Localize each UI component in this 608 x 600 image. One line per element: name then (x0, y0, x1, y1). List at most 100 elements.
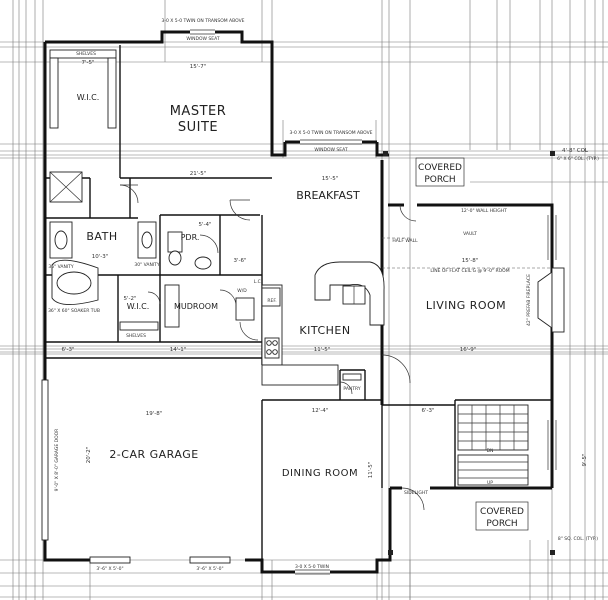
dim-living-lower: 16'-9" (460, 347, 477, 353)
note-garage-window-right: 3'-6" X 5'-0" (196, 566, 223, 572)
note-up: UP (487, 480, 493, 486)
note-dn: DN (487, 448, 494, 454)
room-label-wic-top: W.I.C. (77, 93, 100, 102)
room-label-covered-porch-bottom-1: COVERED (480, 507, 524, 517)
note-lav-left: 36" VANITY (48, 264, 74, 270)
room-label-covered-porch-top-2: PORCH (424, 175, 455, 185)
dim-living-width: 15'-8" (462, 258, 479, 264)
note-half-wall: HALF WALL (392, 238, 418, 244)
dim-breakfast-width: 15'-5" (322, 176, 339, 182)
dim-right-side: 9'-5" (582, 453, 588, 466)
note-pantry: PANTRY (343, 386, 360, 392)
dim-stair-width: 6'-3" (421, 408, 434, 414)
door-swing (401, 487, 425, 511)
door-swing (399, 204, 417, 222)
door-swing (147, 291, 161, 305)
kitchen-counter-bottom (261, 364, 339, 386)
doors-windows (41, 29, 557, 575)
covered-porch-bottom-label-box (475, 501, 529, 531)
pdr-lavatory (194, 256, 212, 270)
note-corner-col: 6" X 6" COL. (TYP.) (557, 156, 599, 162)
room-label-master: MASTER (170, 104, 227, 119)
dim-bath-width: 10'-3" (92, 254, 109, 260)
garage-window (89, 556, 131, 564)
note-breakfast-seat: WINDOW SEAT (314, 147, 347, 153)
dim-master-depth: 21'-5" (190, 171, 207, 177)
dim-dining-depth: 11'-5" (368, 462, 374, 479)
note-top-window: 3-0 X 5-0 TWIN ON TRANSOM ABOVE (161, 18, 244, 24)
room-label-master-suite: SUITE (178, 120, 218, 135)
fixtures (49, 49, 565, 555)
dim-porch-col: 4'-8" COL (562, 148, 589, 154)
dim-garage-left: 6'-3" (61, 347, 74, 353)
note-bottom-window: 3-0 X 5-0 TWIN (295, 564, 329, 570)
note-fireplace: 42" PREFAB FIREPLACE (526, 274, 532, 326)
room-label-garage: 2-CAR GARAGE (109, 448, 198, 461)
porch-column (550, 550, 555, 555)
wic-bottom-shelves (119, 321, 159, 331)
covered-porch-top-label-box (415, 157, 465, 187)
kitchen-island (314, 261, 385, 326)
dim-wic-width: 7'-5" (81, 60, 94, 66)
note-lav-right: 30" VANITY (134, 262, 160, 268)
dim-pdr-a: 5'-4" (198, 222, 211, 228)
door-swing (381, 354, 411, 384)
stairs (457, 404, 529, 486)
wic-shelf (49, 49, 117, 59)
note-window-seat: WINDOW SEAT (186, 36, 219, 42)
dim-garage-width: 19'-8" (146, 411, 163, 417)
mudroom-cabinet (235, 297, 255, 321)
refrigerator (261, 287, 281, 307)
range (264, 337, 280, 359)
note-lc: L.C. (254, 279, 263, 285)
room-label-living-room: LIVING ROOM (426, 299, 506, 312)
note-col-bottom: 8" SQ. COL. (TYP.) (558, 536, 598, 542)
door-swing (219, 289, 237, 307)
dim-wic-b: 5'-2" (123, 296, 136, 302)
note-shelves: SHELVES (76, 51, 96, 57)
note-garage-door: 9'-0" X 8'-0" GARAGE DOOR (54, 429, 60, 492)
dim-master-width: 15'-7" (190, 64, 207, 70)
room-label-dining-room: DINING ROOM (282, 468, 358, 479)
wic-shelf-left (49, 57, 59, 129)
note-garage-window-left: 3'-6" X 5'-0" (96, 566, 123, 572)
note-tub: 36" X 60" SOAKER TUB (48, 308, 100, 314)
door-swing (229, 199, 251, 221)
porch-column (388, 550, 393, 555)
garage-window (189, 556, 231, 564)
porch-column (383, 151, 388, 156)
porch-column (550, 151, 555, 156)
room-label-mudroom: MUDROOM (174, 302, 218, 311)
room-label-pdr: PDR. (181, 233, 200, 242)
room-labels: MASTER SUITE W.I.C. BREAKFAST COVERED PO… (77, 93, 524, 529)
note-flat-ceiling: LINE OF FLAT CEIL'G @ 9'-0" ROOM (430, 268, 509, 274)
note-wall-height: 12'-0" WALL HEIGHT (461, 208, 507, 214)
room-label-kitchen: KITCHEN (299, 324, 350, 337)
dimension-labels: 15'-7" 21'-5" 7'-5" 15'-5" 10'-3" 15'-8"… (61, 60, 588, 478)
room-label-bath: BATH (86, 230, 117, 243)
dim-dining-width: 12'-4" (312, 408, 329, 414)
room-label-covered-porch-top-1: COVERED (418, 163, 462, 173)
note-ref: REF. (267, 298, 276, 304)
door-swing (199, 234, 219, 254)
wic-shelf-right (107, 57, 117, 129)
pantry-shelf (342, 373, 362, 381)
door-swing (339, 381, 353, 395)
room-label-breakfast: BREAKFAST (296, 189, 360, 202)
dim-pdr-b: 3'-6" (233, 258, 246, 264)
note-wd: W/D (237, 288, 247, 294)
note-shelves-bottom: SHELVES (126, 333, 146, 339)
fireplace (537, 271, 553, 329)
mudroom-bench (164, 284, 180, 328)
dim-garage-mid: 14'-1" (170, 347, 187, 353)
note-vault: VAULT (463, 231, 477, 237)
note-sidelight: SIDELIGHT (404, 490, 428, 496)
dim-kitchen-width: 11'-5" (314, 347, 331, 353)
annotation-notes: 3-0 X 5-0 TWIN ON TRANSOM ABOVE WINDOW S… (48, 18, 599, 572)
door-swing (119, 184, 139, 204)
garage-door (41, 379, 49, 541)
exterior-walls (43, 30, 554, 574)
door-swing (239, 321, 259, 341)
